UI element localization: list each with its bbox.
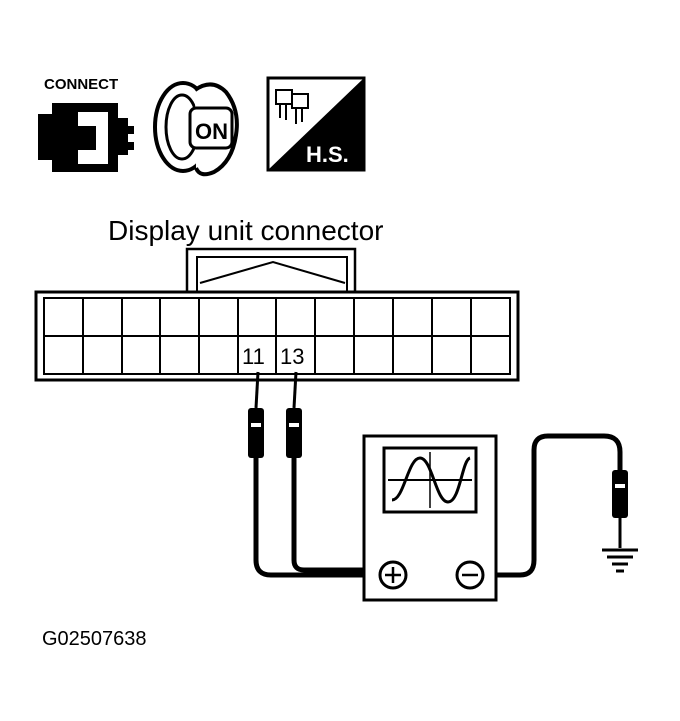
probe-terminal-13 — [286, 371, 302, 470]
figure-id: G02507638 — [42, 628, 147, 650]
display-unit-connector — [34, 247, 520, 382]
harness-side-label: H.S. — [306, 142, 349, 167]
connect-label: CONNECT — [44, 76, 118, 93]
ignition-on-label: ON — [195, 119, 228, 144]
ignition-key-on-icon: ON — [153, 81, 239, 177]
connector-connect-icon: CONNECT — [38, 76, 134, 172]
probe-terminal-11 — [248, 371, 264, 470]
negative-terminal — [455, 560, 485, 590]
terminal-11-label: 11 — [242, 344, 265, 369]
oscilloscope — [362, 434, 498, 602]
harness-side-icon: H.S. — [266, 76, 366, 172]
positive-terminal — [378, 560, 408, 590]
test-leads — [253, 433, 623, 578]
sine-wave — [391, 456, 471, 504]
connector-title: Display unit connector — [108, 215, 383, 246]
ground-symbol-icon — [602, 548, 638, 573]
ground-probe — [612, 470, 628, 548]
terminal-13-label: 13 — [280, 344, 304, 369]
